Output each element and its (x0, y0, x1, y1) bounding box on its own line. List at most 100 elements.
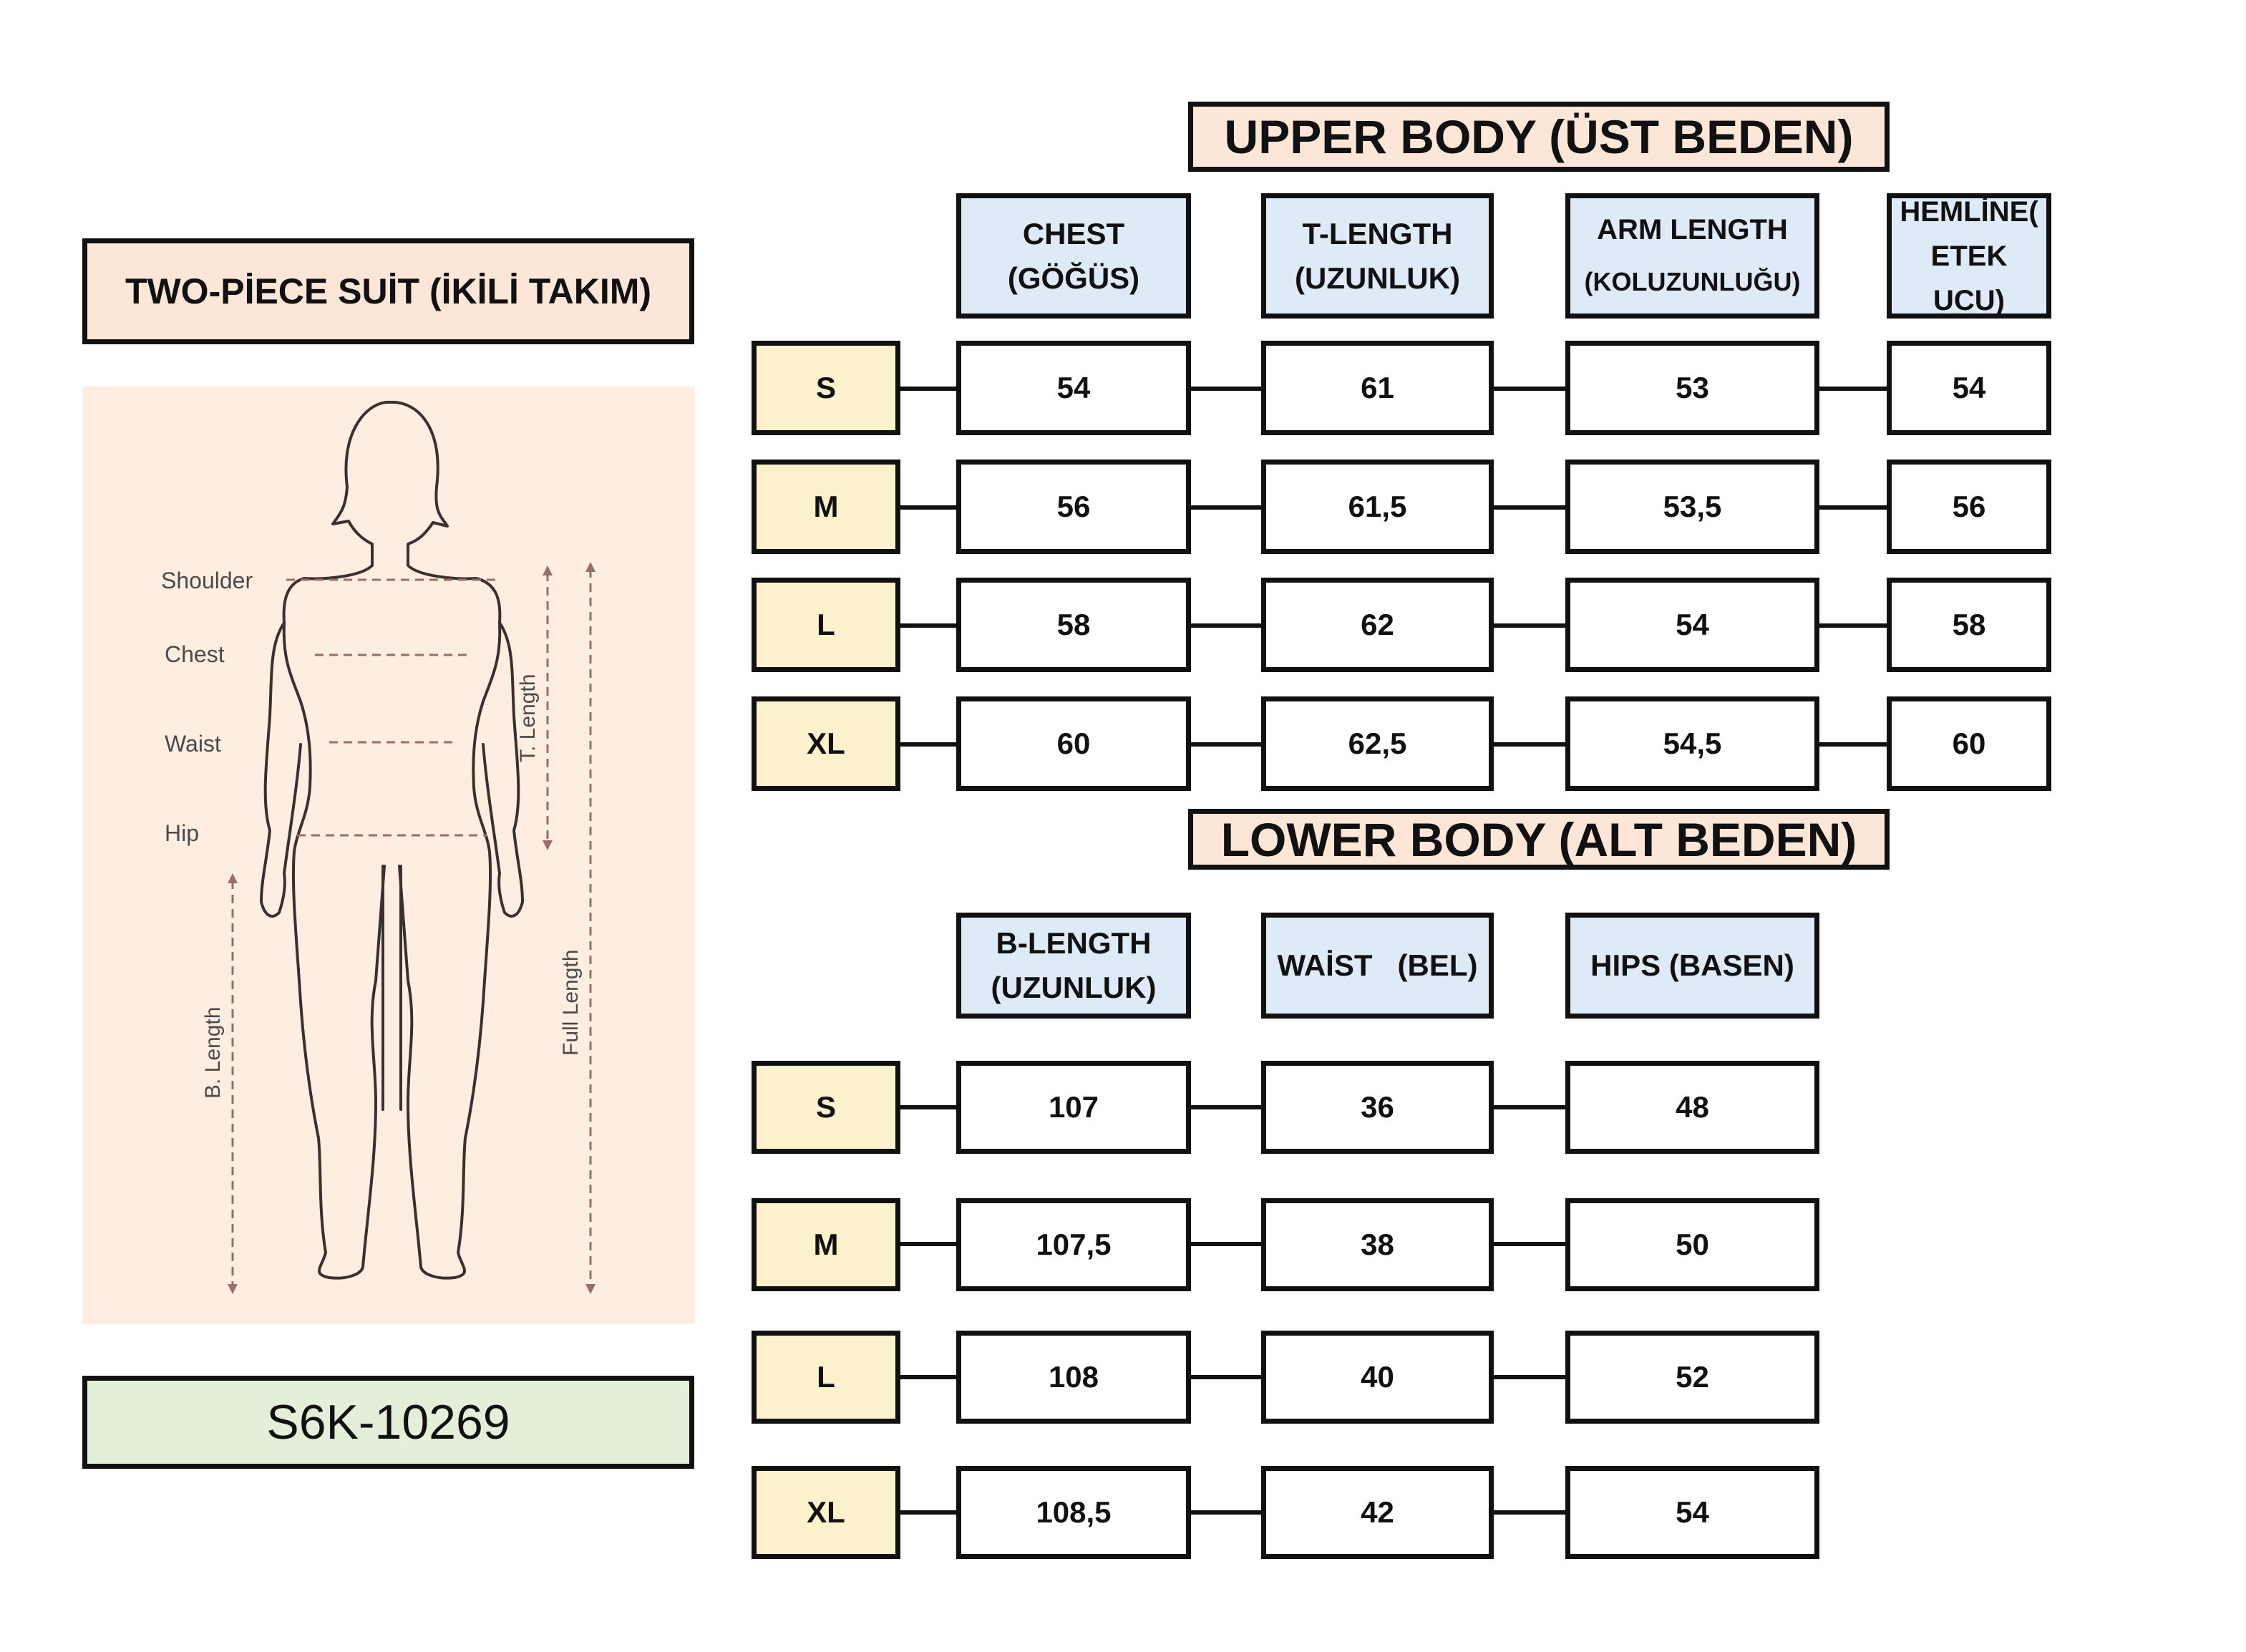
lower-cell: 36 (1261, 1061, 1494, 1154)
upper-cell-value: 58 (1952, 608, 1986, 641)
upper-cell: 61,5 (1261, 460, 1494, 554)
lower-cell-value: 50 (1676, 1228, 1709, 1261)
upper-size-label: L (817, 608, 835, 641)
upper-row-size: S (752, 341, 900, 435)
upper-col-header-arm-length-line2: (KOLUZUNLUĞU) (1584, 266, 1801, 296)
upper-cell-value: 56 (1952, 490, 1986, 523)
head-outline (344, 400, 502, 624)
lower-col-header-b-length-line2: (UZUNLUK) (991, 971, 1157, 1004)
upper-col-header-chest: CHEST (GÖĞÜS) (956, 193, 1191, 319)
body-measurement-figure: Shoulder Chest Waist Hip T. Length Full … (82, 387, 694, 1324)
upper-size-label: S (815, 371, 836, 404)
upper-col-header-chest-line1: CHEST (1022, 216, 1125, 251)
upper-cell-value: 54 (1676, 608, 1709, 641)
lower-body-title: LOWER BODY (ALT BEDEN) (1188, 809, 1890, 870)
lower-cell-value: 36 (1361, 1090, 1394, 1124)
upper-row-size: M (752, 460, 900, 554)
upper-cell: 54 (956, 341, 1191, 435)
torso-left (282, 621, 386, 1280)
upper-body-title: UPPER BODY (ÜST BEDEN) (1188, 102, 1890, 172)
upper-cell-value: 61,5 (1348, 490, 1407, 523)
lower-col-header-b-length-line1: B-LENGTH (996, 926, 1152, 960)
lower-cell: 40 (1261, 1331, 1494, 1424)
upper-cell-value: 53,5 (1663, 490, 1722, 523)
lower-cell: 107 (956, 1061, 1191, 1154)
product-title-text: TWO-PİECE SUİT (İKİLİ TAKIM) (125, 271, 652, 311)
arm-right (482, 621, 524, 918)
upper-cell-value: 61 (1361, 371, 1394, 404)
upper-cell: 58 (956, 578, 1191, 672)
lower-cell-value: 40 (1361, 1360, 1394, 1394)
upper-col-header-hemline-line2: ETEK UCU) (1930, 240, 2008, 316)
upper-col-header-arm-length: ARM LENGTH (KOLUZUNLUĞU) (1565, 193, 1819, 319)
hair-left (282, 485, 374, 624)
full-length-label: Full Length (559, 950, 583, 1056)
upper-cell-value: 54 (1056, 371, 1091, 404)
upper-col-header-hemline: HEMLİNE( ETEK UCU) (1887, 193, 2051, 319)
shoulder-label: Shoulder (161, 568, 253, 593)
product-code: S6K-10269 (82, 1376, 694, 1469)
upper-cell: 56 (956, 460, 1191, 554)
lower-cell: 52 (1565, 1331, 1819, 1424)
upper-cell: 60 (956, 696, 1191, 791)
lower-row-size: M (752, 1198, 900, 1291)
upper-cell-value: 62,5 (1348, 727, 1407, 760)
upper-cell: 61 (1261, 341, 1494, 435)
upper-cell: 60 (1887, 696, 2051, 791)
lower-row-size: S (752, 1061, 900, 1154)
lower-size-label: XL (807, 1495, 845, 1529)
lower-size-label: L (817, 1360, 835, 1394)
upper-col-header-t-length-line1: T-LENGTH (1302, 216, 1453, 251)
lower-cell: 48 (1565, 1061, 1819, 1154)
lower-cell-value: 42 (1361, 1495, 1394, 1529)
upper-cell: 56 (1887, 460, 2051, 554)
lower-row-size: XL (752, 1466, 900, 1559)
lower-row-size: L (752, 1331, 900, 1424)
lower-cell: 38 (1261, 1198, 1494, 1291)
lower-cell: 42 (1261, 1466, 1494, 1559)
lower-cell-value: 38 (1361, 1228, 1394, 1261)
lower-size-label: M (813, 1228, 839, 1261)
upper-cell-value: 58 (1056, 608, 1091, 641)
lower-col-header-waist: WAİST (BEL) (1261, 913, 1494, 1019)
b-length-label: B. Length (201, 1007, 225, 1099)
upper-cell-value: 54,5 (1663, 727, 1722, 760)
upper-col-header-arm-length-line1: ARM LENGTH (1597, 214, 1788, 246)
lower-cell-value: 107,5 (1036, 1228, 1112, 1261)
upper-row-size: XL (752, 696, 900, 791)
lower-cell: 108,5 (956, 1466, 1191, 1559)
lower-cell-value: 54 (1676, 1495, 1709, 1529)
lower-cell-value: 108 (1048, 1360, 1099, 1394)
upper-body-title-text: UPPER BODY (ÜST BEDEN) (1224, 110, 1854, 163)
lower-body-title-text: LOWER BODY (ALT BEDEN) (1220, 812, 1857, 866)
chest-label: Chest (165, 641, 225, 667)
waist-label: Waist (165, 731, 221, 757)
upper-col-header-hemline-line1: HEMLİNE( (1900, 195, 2038, 228)
lower-col-header-b-length: B-LENGTH (UZUNLUK) (956, 913, 1191, 1019)
lower-cell-value: 52 (1676, 1360, 1709, 1394)
lower-col-header-hips-line1: HIPS (BASEN) (1590, 948, 1794, 982)
upper-cell: 54 (1887, 341, 2051, 435)
upper-col-header-t-length: T-LENGTH (UZUNLUK) (1261, 193, 1494, 319)
upper-size-label: M (813, 490, 839, 523)
hip-label: Hip (165, 820, 199, 846)
lower-cell-value: 107 (1048, 1090, 1099, 1124)
lower-cell: 50 (1565, 1198, 1819, 1291)
lower-size-label: S (815, 1090, 836, 1124)
upper-cell-value: 54 (1952, 371, 1986, 404)
upper-cell: 58 (1887, 578, 2051, 672)
lower-col-header-waist-line1: WAİST (BEL) (1277, 948, 1478, 982)
product-title: TWO-PİECE SUİT (İKİLİ TAKIM) (82, 238, 694, 344)
upper-cell-value: 62 (1361, 608, 1394, 641)
lower-cell-value: 108,5 (1036, 1495, 1112, 1529)
lower-cell: 108 (956, 1331, 1191, 1424)
upper-cell: 53,5 (1565, 460, 1819, 554)
upper-cell: 53 (1565, 341, 1819, 435)
upper-row-size: L (752, 578, 900, 672)
t-length-label: T. Length (516, 674, 540, 762)
upper-cell: 62 (1261, 578, 1494, 672)
lower-cell: 54 (1565, 1466, 1819, 1559)
upper-cell: 54,5 (1565, 696, 1819, 791)
product-code-text: S6K-10269 (266, 1395, 510, 1449)
torso-right (398, 621, 502, 1280)
